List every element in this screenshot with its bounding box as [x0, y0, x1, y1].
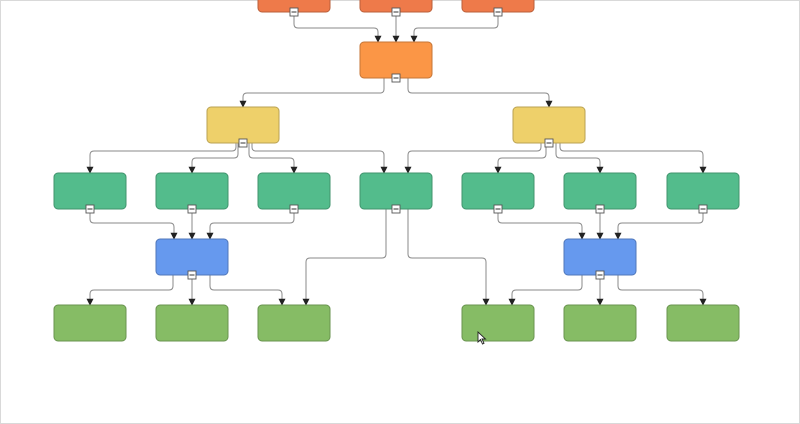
collapse-toggle-lead-left-minus-square-icon[interactable] — [187, 270, 197, 280]
collapse-toggle-manager-left-minus-square-icon[interactable] — [238, 138, 248, 148]
edge-manager-left-to-team-4 — [251, 143, 388, 174]
edge-root-to-manager-left — [239, 78, 385, 108]
toggles-layer — [85, 7, 708, 280]
edges-layer — [86, 12, 707, 306]
node-team-5[interactable] — [461, 172, 535, 210]
node-member-5[interactable] — [563, 304, 637, 342]
edge-manager-right-to-team-5 — [494, 143, 547, 174]
edge-team-5-to-lead-right — [497, 209, 586, 240]
edge-manager-right-to-team-6 — [555, 143, 604, 174]
node-root[interactable] — [359, 41, 433, 79]
collapse-toggle-team-5-minus-square-icon[interactable] — [493, 204, 503, 214]
collapse-toggle-team-3-minus-square-icon[interactable] — [289, 204, 299, 214]
edge-manager-left-to-team-1 — [86, 143, 237, 174]
node-manager-left[interactable] — [206, 106, 280, 144]
node-team-3[interactable] — [257, 172, 331, 210]
node-member-4[interactable] — [461, 304, 535, 342]
collapse-toggle-team-1-minus-square-icon[interactable] — [85, 204, 95, 214]
node-team-2[interactable] — [155, 172, 229, 210]
node-lead-right[interactable] — [563, 238, 637, 276]
edge-lead-right-to-member-6 — [617, 275, 707, 306]
edge-team-1-to-lead-left — [89, 209, 178, 240]
node-team-6[interactable] — [563, 172, 637, 210]
edge-manager-right-to-team-4 — [404, 143, 542, 174]
edge-team-7-to-lead-right — [614, 209, 704, 240]
collapse-toggle-team-7-minus-square-icon[interactable] — [698, 204, 708, 214]
edge-manager-left-to-team-2 — [188, 143, 239, 174]
edge-team-3-to-lead-left — [206, 209, 295, 240]
node-manager-right[interactable] — [512, 106, 586, 144]
collapse-toggle-top-3-minus-square-icon[interactable] — [493, 7, 503, 17]
collapse-toggle-team-4-minus-square-icon[interactable] — [391, 204, 401, 214]
mouse-cursor-icon — [477, 331, 487, 345]
node-team-7[interactable] — [666, 172, 740, 210]
node-member-2[interactable] — [155, 304, 229, 342]
node-lead-left[interactable] — [155, 238, 229, 276]
edge-manager-right-to-team-7 — [559, 143, 707, 174]
collapse-toggle-team-2-minus-square-icon[interactable] — [187, 204, 197, 214]
node-member-1[interactable] — [53, 304, 127, 342]
edge-team-4-to-member-4 — [407, 209, 490, 306]
edge-top-3-to-root — [410, 12, 499, 43]
node-team-1[interactable] — [53, 172, 127, 210]
edge-lead-right-to-member-4 — [508, 275, 583, 306]
edge-root-to-manager-right — [407, 78, 553, 108]
edge-team-4-to-member-3 — [302, 209, 387, 306]
collapse-toggle-root-minus-square-icon[interactable] — [391, 73, 401, 83]
node-team-4[interactable] — [359, 172, 433, 210]
collapse-toggle-team-6-minus-square-icon[interactable] — [595, 204, 605, 214]
edge-lead-left-to-member-3 — [209, 275, 286, 306]
collapse-toggle-lead-right-minus-square-icon[interactable] — [595, 270, 605, 280]
collapse-toggle-manager-right-minus-square-icon[interactable] — [544, 138, 554, 148]
edge-lead-left-to-member-1 — [86, 275, 174, 306]
edge-top-1-to-root — [293, 12, 382, 43]
collapse-toggle-top-2-minus-square-icon[interactable] — [391, 7, 401, 17]
nodes-layer — [53, 0, 740, 342]
node-member-3[interactable] — [257, 304, 331, 342]
edge-manager-left-to-team-3 — [248, 143, 298, 174]
node-member-6[interactable] — [666, 304, 740, 342]
collapse-toggle-top-1-minus-square-icon[interactable] — [289, 7, 299, 17]
